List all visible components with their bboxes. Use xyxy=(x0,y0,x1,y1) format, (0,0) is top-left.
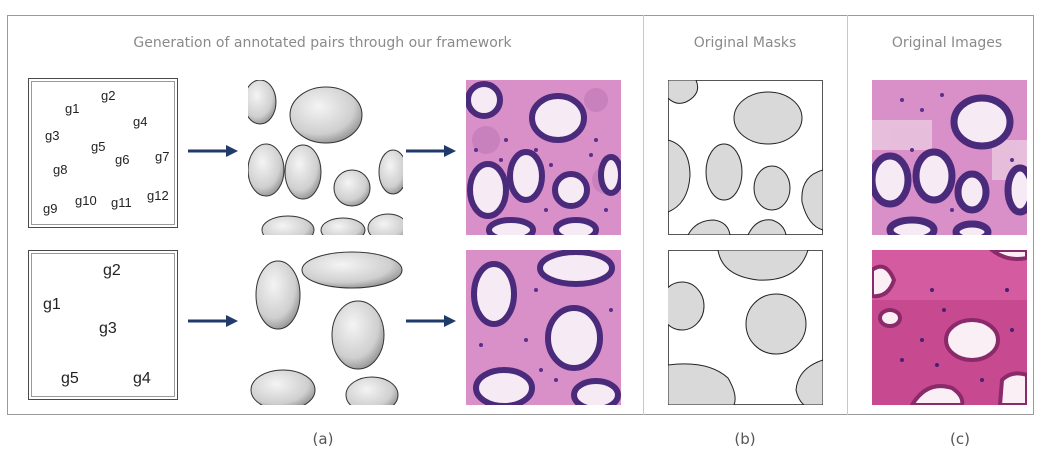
layout-label: g9 xyxy=(43,201,58,216)
original-image-top xyxy=(872,80,1027,235)
title-original-masks: Original Masks xyxy=(693,35,797,51)
layout-label: g7 xyxy=(155,149,170,164)
layout-label: g11 xyxy=(111,195,132,210)
layout-label: g5 xyxy=(91,139,106,154)
title-generation: Generation of annotated pairs through ou… xyxy=(133,35,512,51)
layout-box-bottom: g2 g1 g3 g5 g4 xyxy=(28,250,178,400)
layout-label: g6 xyxy=(115,152,130,167)
layout-label: g5 xyxy=(61,370,79,387)
layout-label: g8 xyxy=(53,162,68,177)
layout-label: g3 xyxy=(45,128,60,143)
generated-mask-top xyxy=(248,80,403,235)
layout-box-top: g1 g2 g3 g4 g5 g6 g7 g8 g9 g10 g11 g12 xyxy=(28,78,178,228)
caption-b: (b) xyxy=(734,430,756,448)
layout-label: g3 xyxy=(99,320,117,337)
caption-a: (a) xyxy=(312,430,334,448)
layout-label: g10 xyxy=(75,193,97,208)
layout-label: g1 xyxy=(65,101,80,116)
caption-c: (c) xyxy=(950,430,970,448)
divider-b-c xyxy=(847,15,848,415)
arrow-right-icon xyxy=(188,145,238,157)
title-original-images: Original Images xyxy=(891,35,1003,51)
layout-label: g12 xyxy=(147,188,169,203)
layout-label: g4 xyxy=(133,370,151,387)
generated-mask-bottom xyxy=(248,250,403,405)
layout-label: g2 xyxy=(101,88,116,103)
original-mask-bottom xyxy=(668,250,823,405)
layout-label: g1 xyxy=(43,296,61,313)
figure-frame xyxy=(7,15,1034,415)
generated-image-top xyxy=(466,80,621,235)
original-image-bottom xyxy=(872,250,1027,405)
arrow-right-icon xyxy=(188,315,238,327)
layout-label: g4 xyxy=(133,114,148,129)
layout-label: g2 xyxy=(103,262,121,279)
arrow-right-icon xyxy=(406,145,456,157)
arrow-right-icon xyxy=(406,315,456,327)
original-mask-top xyxy=(668,80,823,235)
divider-a-b xyxy=(643,15,644,415)
generated-image-bottom xyxy=(466,250,621,405)
